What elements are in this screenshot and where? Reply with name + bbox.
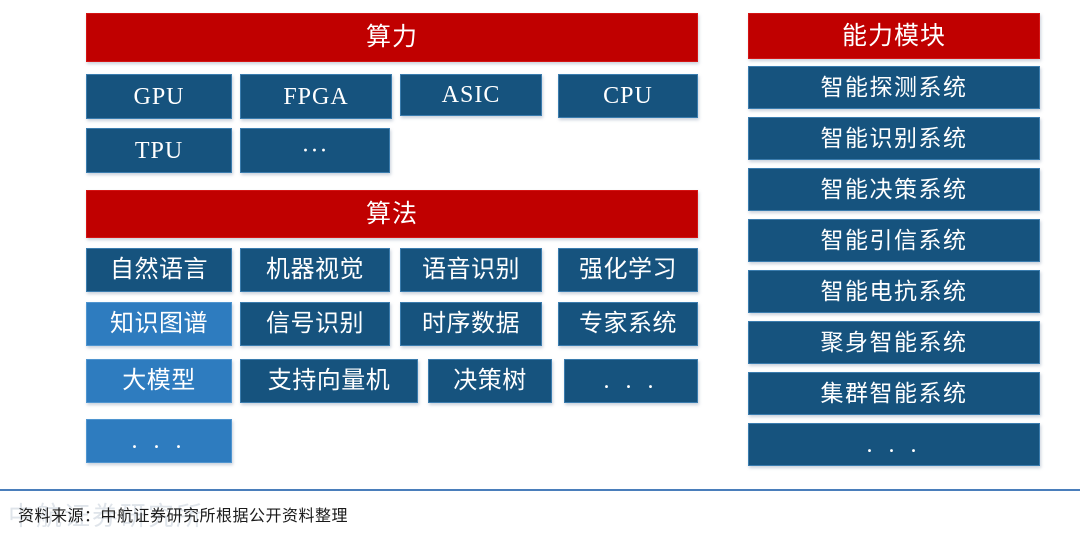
capability-item-embodied-intelligence[interactable]: 聚身智能系统 (748, 321, 1040, 364)
algorithm-section-header: 算法 (86, 190, 698, 238)
algorithm-item-more-row3[interactable]: . . . (564, 359, 698, 403)
compute-item-gpu[interactable]: GPU (86, 74, 232, 119)
capability-item-intelligent-electronic-countermeasure[interactable]: 智能电抗系统 (748, 270, 1040, 313)
algorithm-item-signal-recognition[interactable]: 信号识别 (240, 302, 390, 346)
compute-item-more[interactable]: ··· (240, 128, 390, 173)
algorithm-item-reinforcement-learning[interactable]: 强化学习 (558, 248, 698, 292)
compute-item-tpu[interactable]: TPU (86, 128, 232, 173)
capability-item-intelligent-recognition[interactable]: 智能识别系统 (748, 117, 1040, 160)
compute-item-fpga[interactable]: FPGA (240, 74, 392, 119)
watermark-text: 中航证券研究所 (8, 501, 205, 531)
compute-section-header: 算力 (86, 13, 698, 62)
algorithm-item-speech-recognition[interactable]: 语音识别 (400, 248, 542, 292)
algorithm-item-large-model[interactable]: 大模型 (86, 359, 232, 403)
algorithm-item-machine-vision[interactable]: 机器视觉 (240, 248, 390, 292)
capability-item-more[interactable]: . . . (748, 423, 1040, 466)
footer-divider (0, 489, 1080, 491)
algorithm-item-decision-tree[interactable]: 决策树 (428, 359, 552, 403)
capability-item-swarm-intelligence[interactable]: 集群智能系统 (748, 372, 1040, 415)
algorithm-item-support-vector-machine[interactable]: 支持向量机 (240, 359, 418, 403)
compute-item-cpu[interactable]: CPU (558, 74, 698, 118)
capability-item-intelligent-detection[interactable]: 智能探测系统 (748, 66, 1040, 109)
source-note: 资料来源：中航证券研究所根据公开资料整理 (18, 508, 349, 525)
algorithm-item-time-series-data[interactable]: 时序数据 (400, 302, 542, 346)
capability-item-intelligent-fuze[interactable]: 智能引信系统 (748, 219, 1040, 262)
capability-section-header: 能力模块 (748, 13, 1040, 59)
capability-item-intelligent-decision[interactable]: 智能决策系统 (748, 168, 1040, 211)
algorithm-item-natural-language[interactable]: 自然语言 (86, 248, 232, 292)
algorithm-item-knowledge-graph[interactable]: 知识图谱 (86, 302, 232, 346)
algorithm-item-more-row4[interactable]: . . . (86, 419, 232, 463)
compute-item-asic[interactable]: ASIC (400, 74, 542, 116)
algorithm-item-expert-system[interactable]: 专家系统 (558, 302, 698, 346)
